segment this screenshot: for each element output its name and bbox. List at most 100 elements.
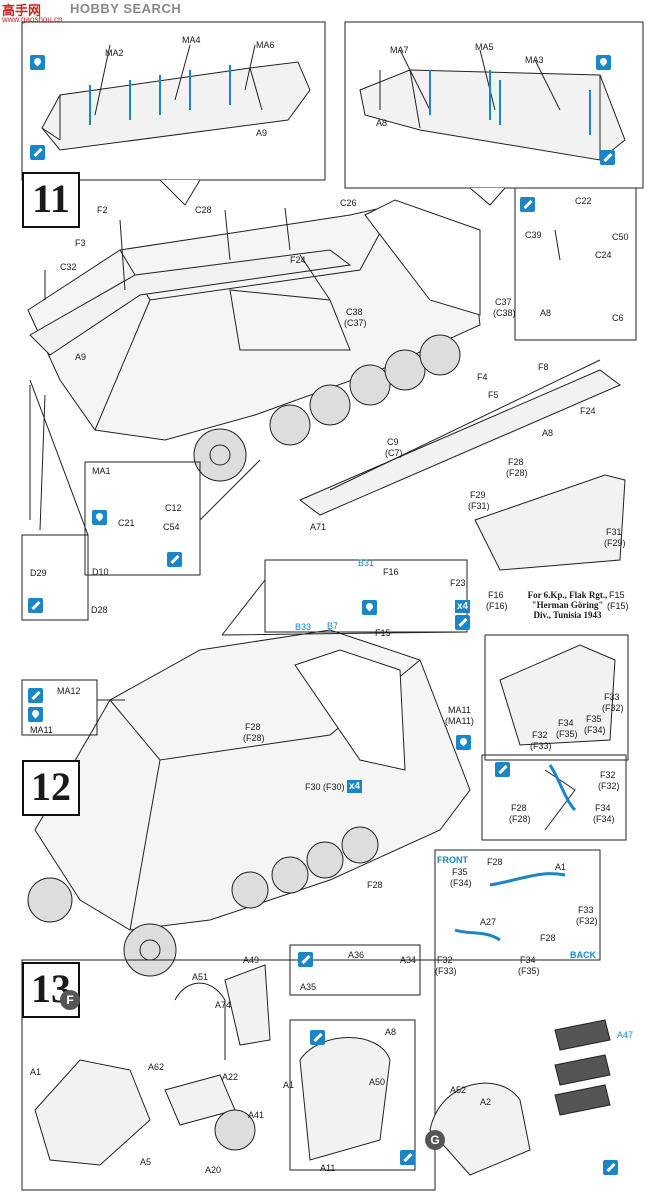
part-label: A8: [376, 118, 388, 128]
letter-g-marker: G: [425, 1130, 445, 1150]
part-label: F16: [488, 590, 504, 600]
part-label: F33: [604, 692, 620, 702]
watermark-url: www.gaoshou.cn: [2, 15, 63, 24]
part-label: C26: [340, 198, 357, 208]
glue-icon: [30, 55, 45, 70]
variant-note: For 6.Kp., Flak Rgt., "Herman Göring" Di…: [510, 590, 625, 620]
part-label: F30: [305, 782, 321, 792]
part-label: MA11: [448, 705, 471, 715]
part-label: F28: [487, 857, 503, 867]
part-label: F35: [452, 867, 468, 877]
part-label: A22: [222, 1072, 239, 1082]
part-label: (F34): [593, 814, 615, 824]
paint-icon: [520, 197, 535, 212]
part-label: F34: [595, 803, 611, 813]
part-label: MA1: [92, 466, 111, 476]
part-label: A50: [369, 1077, 386, 1087]
part-label: F34: [520, 955, 536, 965]
glue-icon: [362, 600, 377, 615]
part-label: (MA11): [445, 716, 474, 726]
quantity-x4-badge: x4: [347, 780, 363, 793]
part-label: F32: [532, 730, 548, 740]
glue-icon: [456, 735, 471, 750]
part-label: F15: [375, 628, 391, 638]
part-label: A1: [555, 862, 567, 872]
letter-f-marker: F: [60, 990, 80, 1010]
part-label: F28: [245, 722, 261, 732]
part-label: A8: [385, 1027, 397, 1037]
part-label: (C38): [493, 308, 516, 318]
part-label: B33: [295, 622, 312, 632]
part-label: (F32): [598, 781, 620, 791]
part-label: MA12: [57, 686, 81, 696]
glue-icon: [596, 55, 611, 70]
part-label: A52: [450, 1085, 467, 1095]
front-label: FRONT: [437, 855, 468, 865]
part-label: A9: [256, 128, 268, 138]
part-label: F24: [290, 255, 306, 265]
part-label: F4: [477, 372, 488, 382]
part-label: C37: [495, 297, 512, 307]
part-label: C50: [612, 232, 629, 242]
part-label: F28: [508, 457, 524, 467]
part-label: (F16): [486, 601, 508, 611]
part-label: C22: [575, 196, 592, 206]
paint-icon: [28, 688, 43, 703]
variant-note-line: "Herman Göring": [531, 600, 604, 610]
paint-icon: [28, 598, 43, 613]
part-label: (F28): [509, 814, 531, 824]
part-label: MA4: [182, 35, 201, 45]
paint-icon: [495, 762, 510, 777]
part-label: A74: [215, 1000, 232, 1010]
part-label: A36: [348, 950, 365, 960]
variant-note-line: Div., Tunisia 1943: [533, 610, 602, 620]
variant-note-line: For 6.Kp., Flak Rgt.,: [527, 590, 608, 600]
part-label: F33: [578, 905, 594, 915]
part-label: F31: [606, 527, 622, 537]
part-label: A9: [75, 352, 87, 362]
part-label: MA6: [256, 40, 275, 50]
part-label: (F15): [607, 601, 629, 611]
part-label: (C37): [344, 318, 367, 328]
quantity-x4-badge: x4: [455, 600, 471, 613]
part-label: F15: [609, 590, 625, 600]
part-label: (F31): [468, 501, 490, 511]
watermark-brand: HOBBY SEARCH: [70, 1, 182, 16]
part-label: A51: [192, 972, 209, 982]
part-label: (F29): [604, 538, 626, 548]
part-label: MA5: [475, 42, 494, 52]
part-label: A11: [320, 1163, 336, 1173]
part-label: A49: [243, 955, 260, 965]
part-label: (F28): [243, 733, 265, 743]
part-label: (F35): [556, 729, 578, 739]
part-label: A71: [310, 522, 327, 532]
part-label: B7: [327, 621, 339, 631]
part-label: F23: [450, 578, 466, 588]
part-label: (F32): [576, 916, 598, 926]
part-label: F28: [511, 803, 527, 813]
part-label: A41: [248, 1110, 265, 1120]
part-label: F5: [488, 390, 499, 400]
back-label: BACK: [570, 950, 596, 960]
part-label: A20: [205, 1165, 222, 1175]
part-label: F28: [367, 880, 383, 890]
part-label: F24: [580, 406, 596, 416]
watermark-logo: 高手网: [2, 3, 42, 18]
part-label: MA11: [30, 725, 53, 735]
part-label: C21: [118, 518, 135, 528]
paint-icon: [400, 1150, 415, 1165]
part-label: (F33): [530, 741, 552, 751]
part-label: A62: [148, 1062, 165, 1072]
part-label: A27: [480, 917, 497, 927]
paint-icon: [455, 615, 470, 630]
part-label: A8: [542, 428, 554, 438]
part-label: C54: [163, 522, 180, 532]
part-label: A47: [617, 1030, 634, 1040]
part-label: (C7): [385, 448, 403, 458]
paint-icon: [298, 952, 313, 967]
part-label: (F33): [435, 966, 457, 976]
part-label: B31: [358, 558, 375, 568]
part-label: A1: [283, 1080, 295, 1090]
part-label: F8: [538, 362, 549, 372]
part-label: MA3: [525, 55, 544, 65]
